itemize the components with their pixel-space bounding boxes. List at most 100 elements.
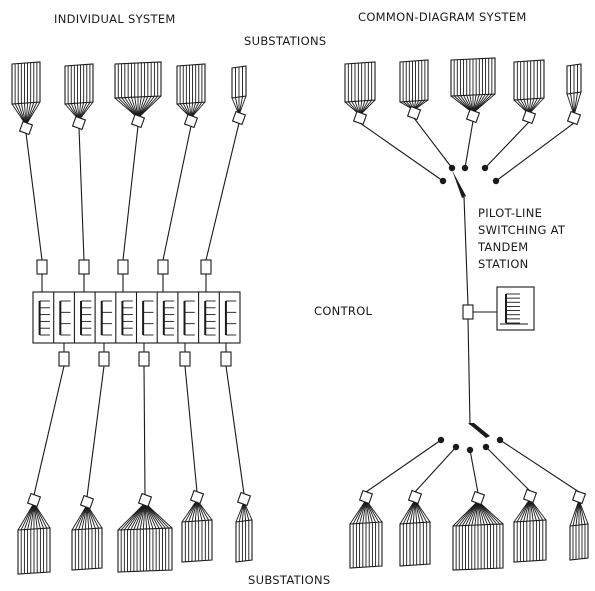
svg-text:SWITCHING AT: SWITCHING AT: [478, 223, 566, 237]
substation-left-bottom-4: [235, 491, 253, 563]
wire-bank: [117, 527, 173, 573]
pilot-line-switching-label: PILOT-LINE SWITCHING AT TANDEM STATION: [477, 206, 566, 271]
substation-right-bottom-1: [399, 489, 431, 567]
junction-box: [407, 489, 423, 505]
junction-box: [521, 109, 537, 125]
substation-left-bottom-1: [71, 494, 103, 571]
common-pilot-up-2: [464, 120, 474, 169]
junction-box: [79, 494, 95, 510]
svg-text:PILOT-LINE: PILOT-LINE: [478, 206, 542, 220]
substation-right-bottom-2: [452, 490, 504, 571]
wire-bank: [513, 59, 545, 101]
pilot-line-low-0: [33, 365, 65, 496]
common-pilot-low-4: [499, 439, 580, 493]
relay-box-low-2: [138, 351, 150, 367]
substation-left-bottom-3: [181, 489, 213, 563]
substation-left-top-0: [11, 61, 41, 136]
pilot-line-low-2: [143, 365, 146, 496]
switch-contact-top-0: [439, 177, 447, 185]
trunk-relay-box: [462, 304, 474, 320]
substation-left-top-2: [114, 61, 162, 129]
pilot-line-low-1: [86, 365, 105, 498]
substation-right-top-3: [513, 59, 545, 125]
relay-box-up-1: [78, 259, 90, 275]
junction-box: [26, 492, 42, 508]
common-diagram-system-title: COMMON-DIAGRAM SYSTEM: [358, 10, 527, 24]
individual-top-substations: [11, 61, 247, 136]
substations-top-label: SUBSTATIONS: [244, 34, 326, 48]
trunk-upper: [463, 196, 469, 306]
wire-bank: [399, 59, 429, 103]
pilot-line-up-0: [25, 132, 43, 261]
substation-right-top-0: [344, 61, 376, 126]
pilot-line-up-1: [78, 127, 85, 261]
relay-box-up-3: [157, 259, 169, 275]
wire-bank: [235, 519, 253, 563]
wire-bank: [399, 521, 431, 567]
tandem-switching-equipment: [437, 164, 504, 454]
switch-contact-bottom-3: [482, 443, 490, 451]
wire-bank: [11, 61, 41, 105]
relay-box-up-2: [117, 259, 129, 275]
common-pilot-up-1: [413, 117, 453, 169]
substation-left-top-3: [176, 63, 206, 129]
substation-left-top-4: [231, 65, 247, 126]
common-pilot-up-4: [495, 122, 575, 182]
junction-box: [566, 110, 582, 126]
individual-control-board: [32, 291, 241, 344]
junction-box: [231, 110, 247, 126]
individual-system-title: INDIVIDUAL SYSTEM: [54, 12, 176, 26]
pilot-line-low-4: [225, 365, 245, 495]
substation-right-top-2: [450, 57, 496, 124]
switch-contact-bottom-2: [466, 446, 474, 454]
wire-bank: [181, 519, 213, 563]
junction-box: [522, 488, 538, 504]
substation-right-top-4: [566, 63, 582, 126]
junction-box: [470, 490, 486, 506]
relay-box-up-0: [36, 259, 48, 275]
common-bottom-substations: [349, 488, 589, 571]
pilot-line-up-3: [162, 125, 192, 261]
individual-pilot-lines: [25, 122, 245, 498]
junction-box: [71, 115, 87, 131]
junction-box: [18, 120, 34, 136]
substations-bottom-label: SUBSTATIONS: [248, 573, 330, 587]
junction-box: [358, 489, 374, 505]
common-pilot-lines: [359, 117, 580, 494]
trunk-lower: [467, 318, 471, 426]
individual-bottom-substations: [17, 489, 253, 575]
substation-right-bottom-4: [569, 489, 589, 561]
substation-right-bottom-0: [349, 489, 383, 569]
svg-text:STATION: STATION: [478, 257, 529, 271]
switch-arm-top: [452, 170, 466, 198]
wire-bank: [64, 63, 94, 105]
pilot-line-up-4: [205, 122, 240, 261]
switch-contact-bottom-1: [452, 443, 460, 451]
wire-bank: [344, 61, 376, 103]
switch-contact-bottom-0: [437, 436, 445, 444]
relay-box-low-4: [220, 351, 232, 367]
relay-box-up-4: [200, 259, 212, 275]
common-pilot-up-0: [359, 122, 444, 182]
switch-contact-top-3: [481, 164, 489, 172]
switch-contact-bottom-4: [496, 436, 504, 444]
pilot-line-up-2: [122, 125, 139, 261]
common-pilot-low-3: [485, 446, 531, 492]
control-label: CONTROL: [314, 304, 373, 318]
common-control-board: [496, 286, 535, 331]
switch-contact-top-1: [448, 164, 456, 172]
substation-left-bottom-0: [17, 492, 51, 575]
common-pilot-low-1: [414, 446, 457, 493]
junction-box: [236, 491, 252, 507]
junction-box: [130, 113, 146, 129]
relay-box-low-0: [58, 351, 70, 367]
junction-box: [137, 492, 153, 508]
junction-box: [183, 113, 199, 129]
common-pilot-up-3: [484, 121, 530, 169]
common-top-substations: [344, 57, 582, 126]
svg-text:TANDEM: TANDEM: [477, 240, 528, 254]
substation-left-top-1: [64, 63, 94, 131]
common-pilot-low-2: [469, 449, 479, 494]
junction-box: [189, 489, 205, 505]
substation-right-bottom-3: [513, 488, 547, 563]
